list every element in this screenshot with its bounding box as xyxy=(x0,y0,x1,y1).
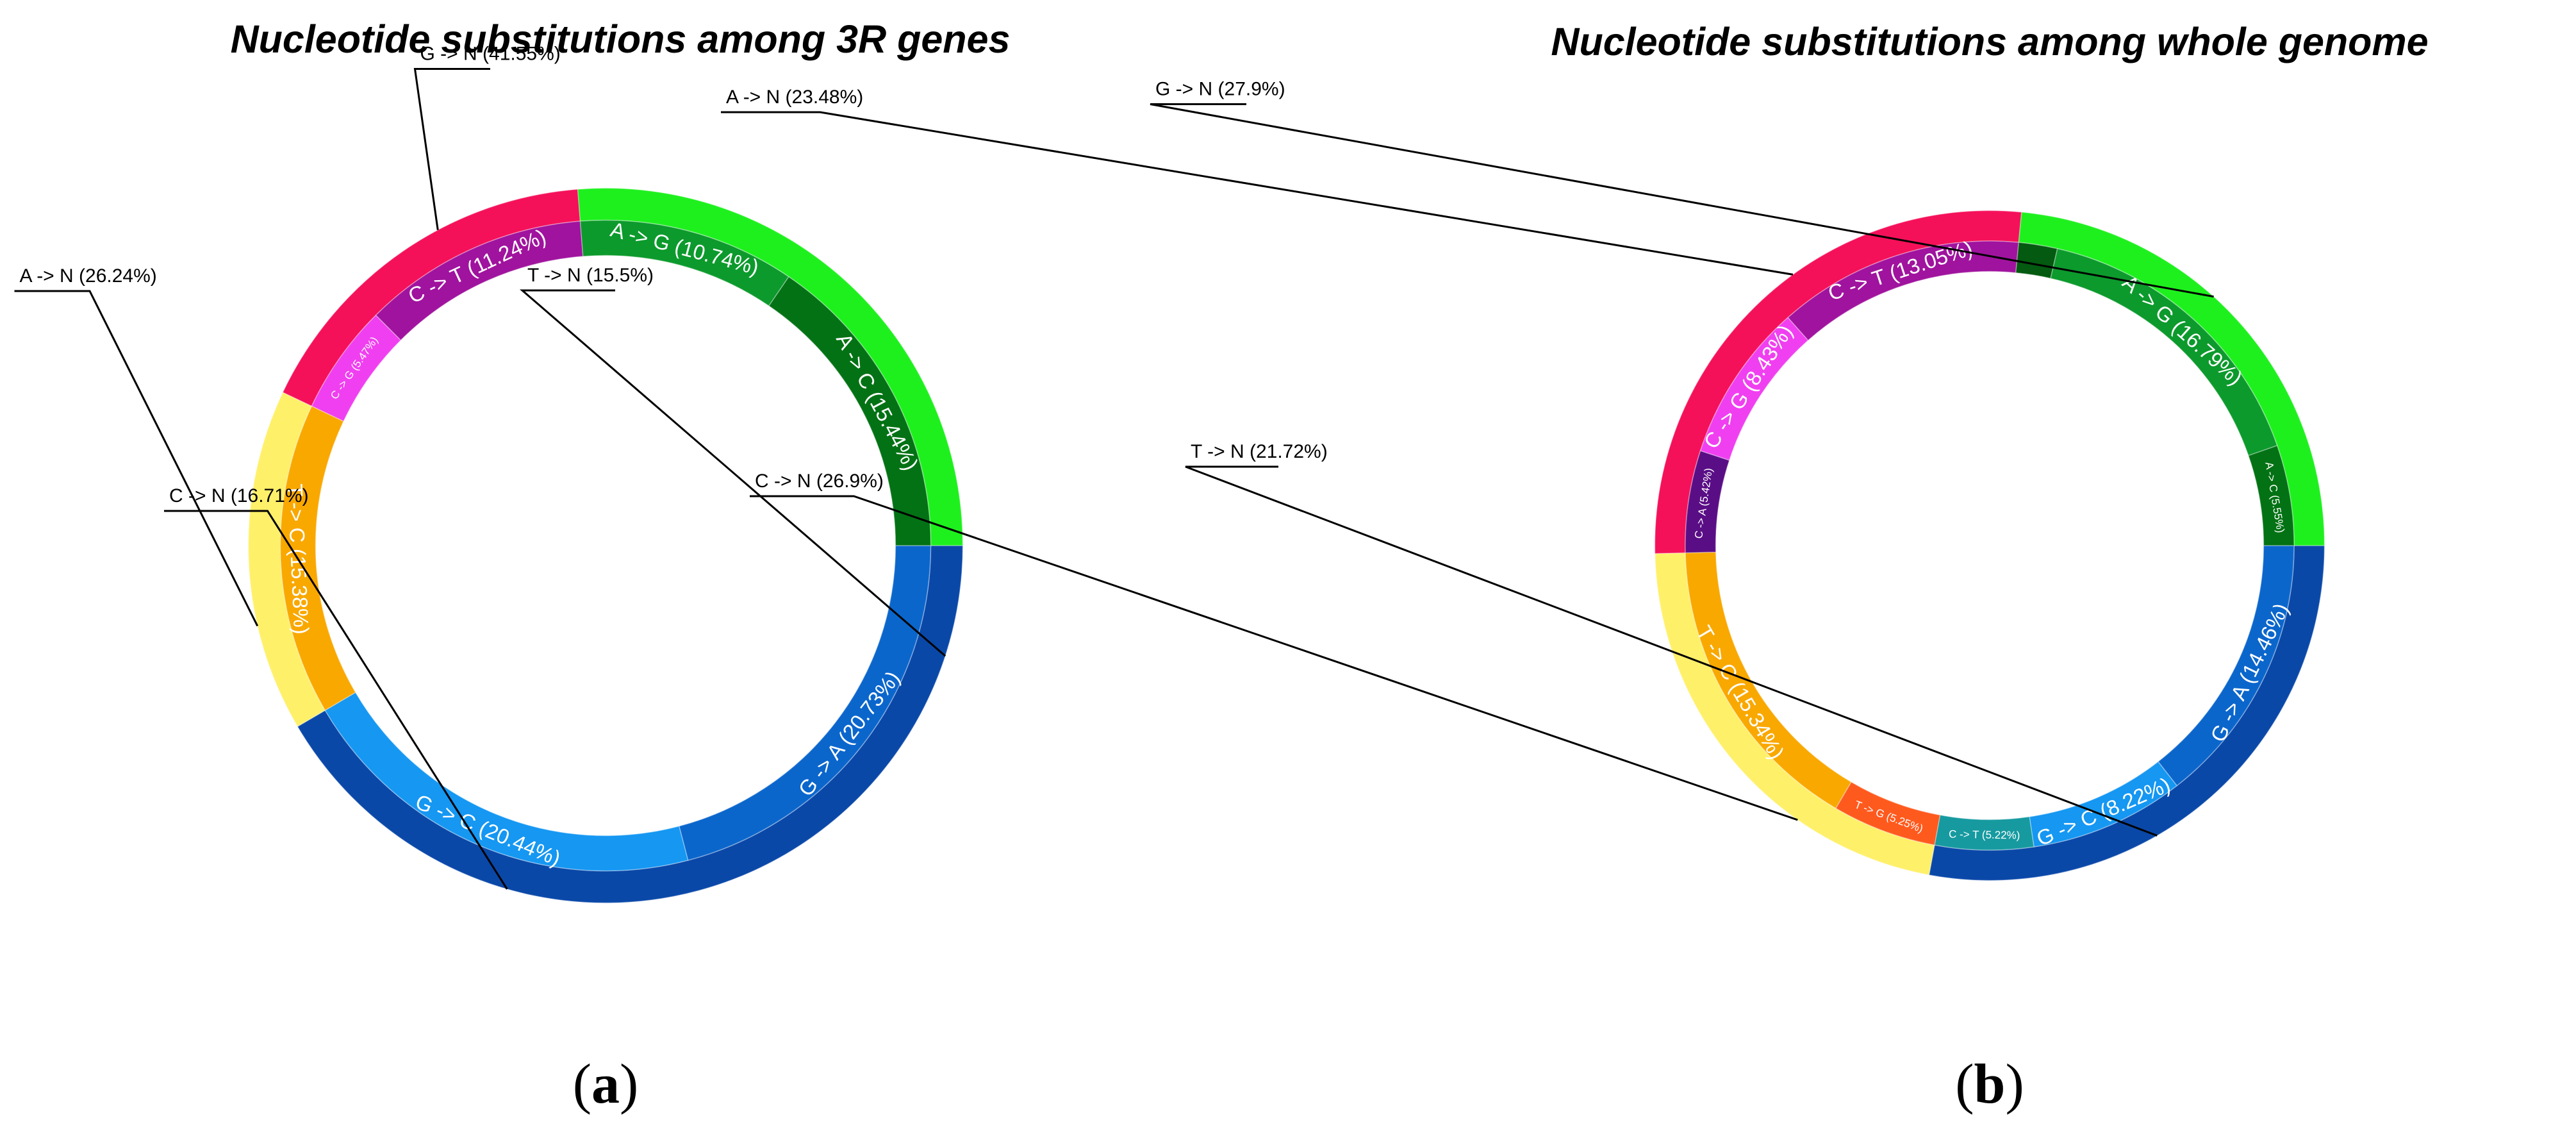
callout-line-a-n xyxy=(14,290,259,627)
callout-label-t-n: T -> N (15.5%) xyxy=(527,265,654,286)
panel-label-b: (b) xyxy=(1955,1053,2024,1115)
callout-line-g-n xyxy=(1150,103,2214,298)
callout-label-a-n: A -> N (26.24%) xyxy=(20,265,157,287)
inner-label-c-t: C -> T (5.22%) xyxy=(1949,828,2020,842)
inner-segment-g-a xyxy=(2157,545,2295,787)
panel-label-a: (a) xyxy=(573,1053,639,1115)
callout-label-c-n: C -> N (16.71%) xyxy=(169,485,309,506)
callout-line-g-n xyxy=(413,68,490,230)
inner-segment-g-a xyxy=(678,545,932,861)
inner-segment-g-c xyxy=(2029,761,2178,847)
inner-segment-t-c xyxy=(279,405,356,711)
inner-segment-a-c xyxy=(768,276,932,546)
callout-label-a-n: A -> N (23.48%) xyxy=(726,87,863,108)
callout-line-c-n xyxy=(750,495,1798,821)
inner-segment-c-g xyxy=(1699,317,1809,461)
inner-segment-t-g xyxy=(1835,781,1941,846)
chart-b-title: Nucleotide substitutions among whole gen… xyxy=(1551,20,2428,63)
chart-b-marks: G -> A (14.46%)G -> C (8.22%)C -> T (5.2… xyxy=(721,79,2325,881)
inner-segment-unlabeled xyxy=(2015,242,2058,280)
callout-line-t-n xyxy=(519,289,946,657)
callout-label-c-n: C -> N (26.9%) xyxy=(755,471,884,492)
inner-segment-c-a xyxy=(1685,450,1730,554)
inner-segment-a-c xyxy=(2247,445,2295,546)
chart-a: Nucleotide substitutions among 3R genes … xyxy=(14,17,1011,904)
chart-b: Nucleotide substitutions among whole gen… xyxy=(721,20,2429,881)
callout-line-c-n xyxy=(164,510,508,890)
chart-a-title: Nucleotide substitutions among 3R genes xyxy=(231,17,1011,61)
callout-line-t-n xyxy=(1185,465,2158,837)
callout-line-a-n xyxy=(721,111,1794,276)
callout-label-g-n: G -> N (41.55%) xyxy=(420,44,561,65)
callout-label-t-n: T -> N (21.72%) xyxy=(1191,441,1328,462)
inner-segment-c-t xyxy=(1934,814,2035,851)
callout-label-g-n: G -> N (27.9%) xyxy=(1155,79,1285,100)
